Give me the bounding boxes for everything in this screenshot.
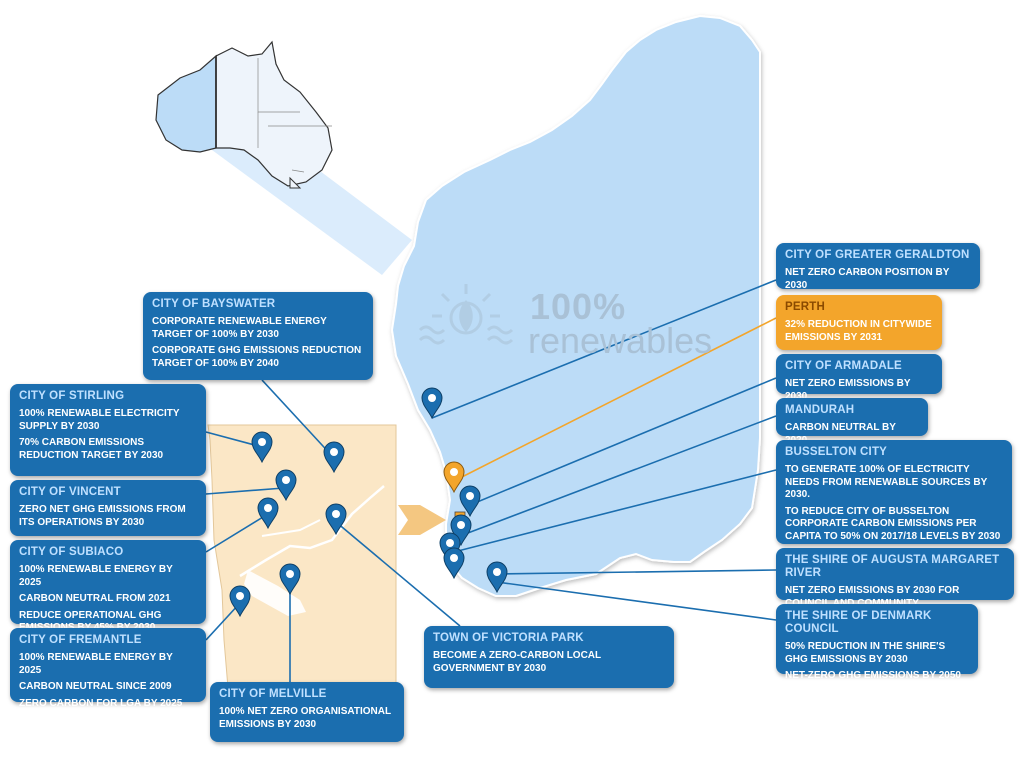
- box-line: BECOME A ZERO-CARBON LOCAL GOVERNMENT BY…: [433, 650, 601, 674]
- box-line: CARBON NEUTRAL SINCE 2009: [19, 681, 172, 692]
- box-line: 100% RENEWABLE ENERGY BY 2025: [19, 564, 173, 588]
- box-geraldton: CITY OF GREATER GERALDTON NET ZERO CARBO…: [776, 243, 980, 291]
- box-line: ZERO CARBON FOR LGA BY 2025: [19, 697, 183, 709]
- box-mandurah: MANDURAH CARBON NEUTRAL BY 2020: [776, 398, 928, 446]
- perth-pointer: [398, 505, 446, 535]
- box-line: 50% REDUCTION IN THE SHIRE'S GHG EMISSIO…: [785, 641, 946, 665]
- box-title: PERTH: [785, 301, 825, 313]
- box-line: NET ZERO EMISSIONS BY 2030: [785, 378, 911, 402]
- box-line: NET ZERO CARBON POSITION BY 2030: [785, 267, 950, 291]
- box-line: 32% REDUCTION IN CITYWIDE EMISSIONS BY 2…: [785, 319, 932, 343]
- pin-bayswater: [323, 441, 345, 474]
- box-line: 100% RENEWABLE ELECTRICITY SUPPLY BY 203…: [19, 408, 180, 432]
- box-line: CARBON NEUTRAL FROM 2021: [19, 593, 171, 604]
- box-bayswater: CITY OF BAYSWATER CORPORATE RENEWABLE EN…: [143, 292, 373, 380]
- pin-armadale: [459, 485, 481, 518]
- box-title: CITY OF VINCENT: [19, 486, 121, 498]
- box-line: ZERO NET GHG EMISSIONS FROM ITS OPERATIO…: [19, 504, 186, 528]
- pin-denmark: [486, 561, 508, 594]
- box-title: TOWN OF VICTORIA PARK: [433, 632, 584, 644]
- box-line: 100% NET ZERO ORGANISATIONAL EMISSIONS B…: [219, 706, 391, 730]
- western-australia: [390, 14, 761, 597]
- box-melville: CITY OF MELVILLE 100% NET ZERO ORGANISAT…: [210, 682, 404, 742]
- box-vincent: CITY OF VINCENT ZERO NET GHG EMISSIONS F…: [10, 480, 206, 536]
- pin-victoria-park: [325, 503, 347, 536]
- box-line: REDUCE OPERATIONAL GHG EMISSIONS BY 45% …: [19, 609, 162, 634]
- perth-metro-inset: [207, 424, 397, 689]
- box-augusta: THE SHIRE OF AUGUSTA MARGARET RIVER NET …: [776, 548, 1014, 609]
- box-busselton: BUSSELTON CITY TO GENERATE 100% OF ELECT…: [776, 440, 1012, 544]
- box-title: CITY OF SUBIACO: [19, 546, 124, 558]
- renewables-logo: 100% renewables: [418, 283, 748, 363]
- box-line: 70% CARBON EMISSIONS REDUCTION TARGET BY…: [19, 437, 164, 461]
- box-title: CITY OF MELVILLE: [219, 688, 327, 700]
- box-line: NET ZERO EMISSIONS BY 2030 FOR COUNCIL A…: [785, 585, 960, 609]
- box-fremantle: CITY OF FREMANTLE 100% RENEWABLE ENERGY …: [10, 628, 206, 709]
- box-perth: PERTH 32% REDUCTION IN CITYWIDE EMISSION…: [776, 295, 942, 350]
- box-line: TO GENERATE 100% OF ELECTRICITY NEEDS FR…: [785, 464, 988, 500]
- box-title: THE SHIRE OF AUGUSTA MARGARET RIVER: [785, 554, 1000, 579]
- australia-inset: [155, 40, 333, 189]
- pin-subiaco: [257, 497, 279, 530]
- logo-icon: [418, 284, 514, 345]
- logo-number: 100%: [530, 286, 627, 327]
- box-line: TO REDUCE CITY OF BUSSELTON CORPORATE CA…: [785, 505, 1001, 542]
- box-title: MANDURAH: [785, 404, 855, 416]
- pin-melville: [279, 563, 301, 596]
- box-title: CITY OF ARMADALE: [785, 360, 902, 372]
- logo-word: renewables: [528, 320, 713, 361]
- box-line: NET-ZERO GHG EMISSIONS BY 2050: [785, 670, 961, 681]
- box-line: 100% RENEWABLE ENERGY BY 2025: [19, 652, 173, 676]
- connector-lines: [205, 279, 777, 682]
- box-title: CITY OF GREATER GERALDTON: [785, 249, 970, 261]
- box-title: THE SHIRE OF DENMARK COUNCIL: [785, 610, 932, 635]
- box-title: CITY OF STIRLING: [19, 390, 125, 402]
- box-title: BUSSELTON CITY: [785, 446, 888, 458]
- pin-augusta: [443, 547, 465, 580]
- box-title: CITY OF BAYSWATER: [152, 298, 276, 310]
- pin-mandurah: [450, 514, 472, 547]
- box-stirling: CITY OF STIRLING 100% RENEWABLE ELECTRIC…: [10, 384, 206, 476]
- box-line: CORPORATE GHG EMISSIONS REDUCTION TARGET…: [152, 345, 362, 369]
- box-denmark: THE SHIRE OF DENMARK COUNCIL 50% REDUCTI…: [776, 604, 978, 681]
- pin-fremantle: [229, 585, 251, 618]
- pin-stirling: [251, 431, 273, 464]
- box-victoria-park: TOWN OF VICTORIA PARK BECOME A ZERO-CARB…: [424, 626, 674, 688]
- pin-vincent: [275, 469, 297, 502]
- box-line: CORPORATE RENEWABLE ENERGY TARGET OF 100…: [152, 316, 327, 340]
- box-subiaco: CITY OF SUBIACO 100% RENEWABLE ENERGY BY…: [10, 540, 206, 633]
- box-armadale: CITY OF ARMADALE NET ZERO EMISSIONS BY 2…: [776, 354, 942, 402]
- box-title: CITY OF FREMANTLE: [19, 634, 142, 646]
- pin-perth: [443, 461, 465, 494]
- map-pins: [229, 387, 508, 618]
- pin-geraldton: [421, 387, 443, 420]
